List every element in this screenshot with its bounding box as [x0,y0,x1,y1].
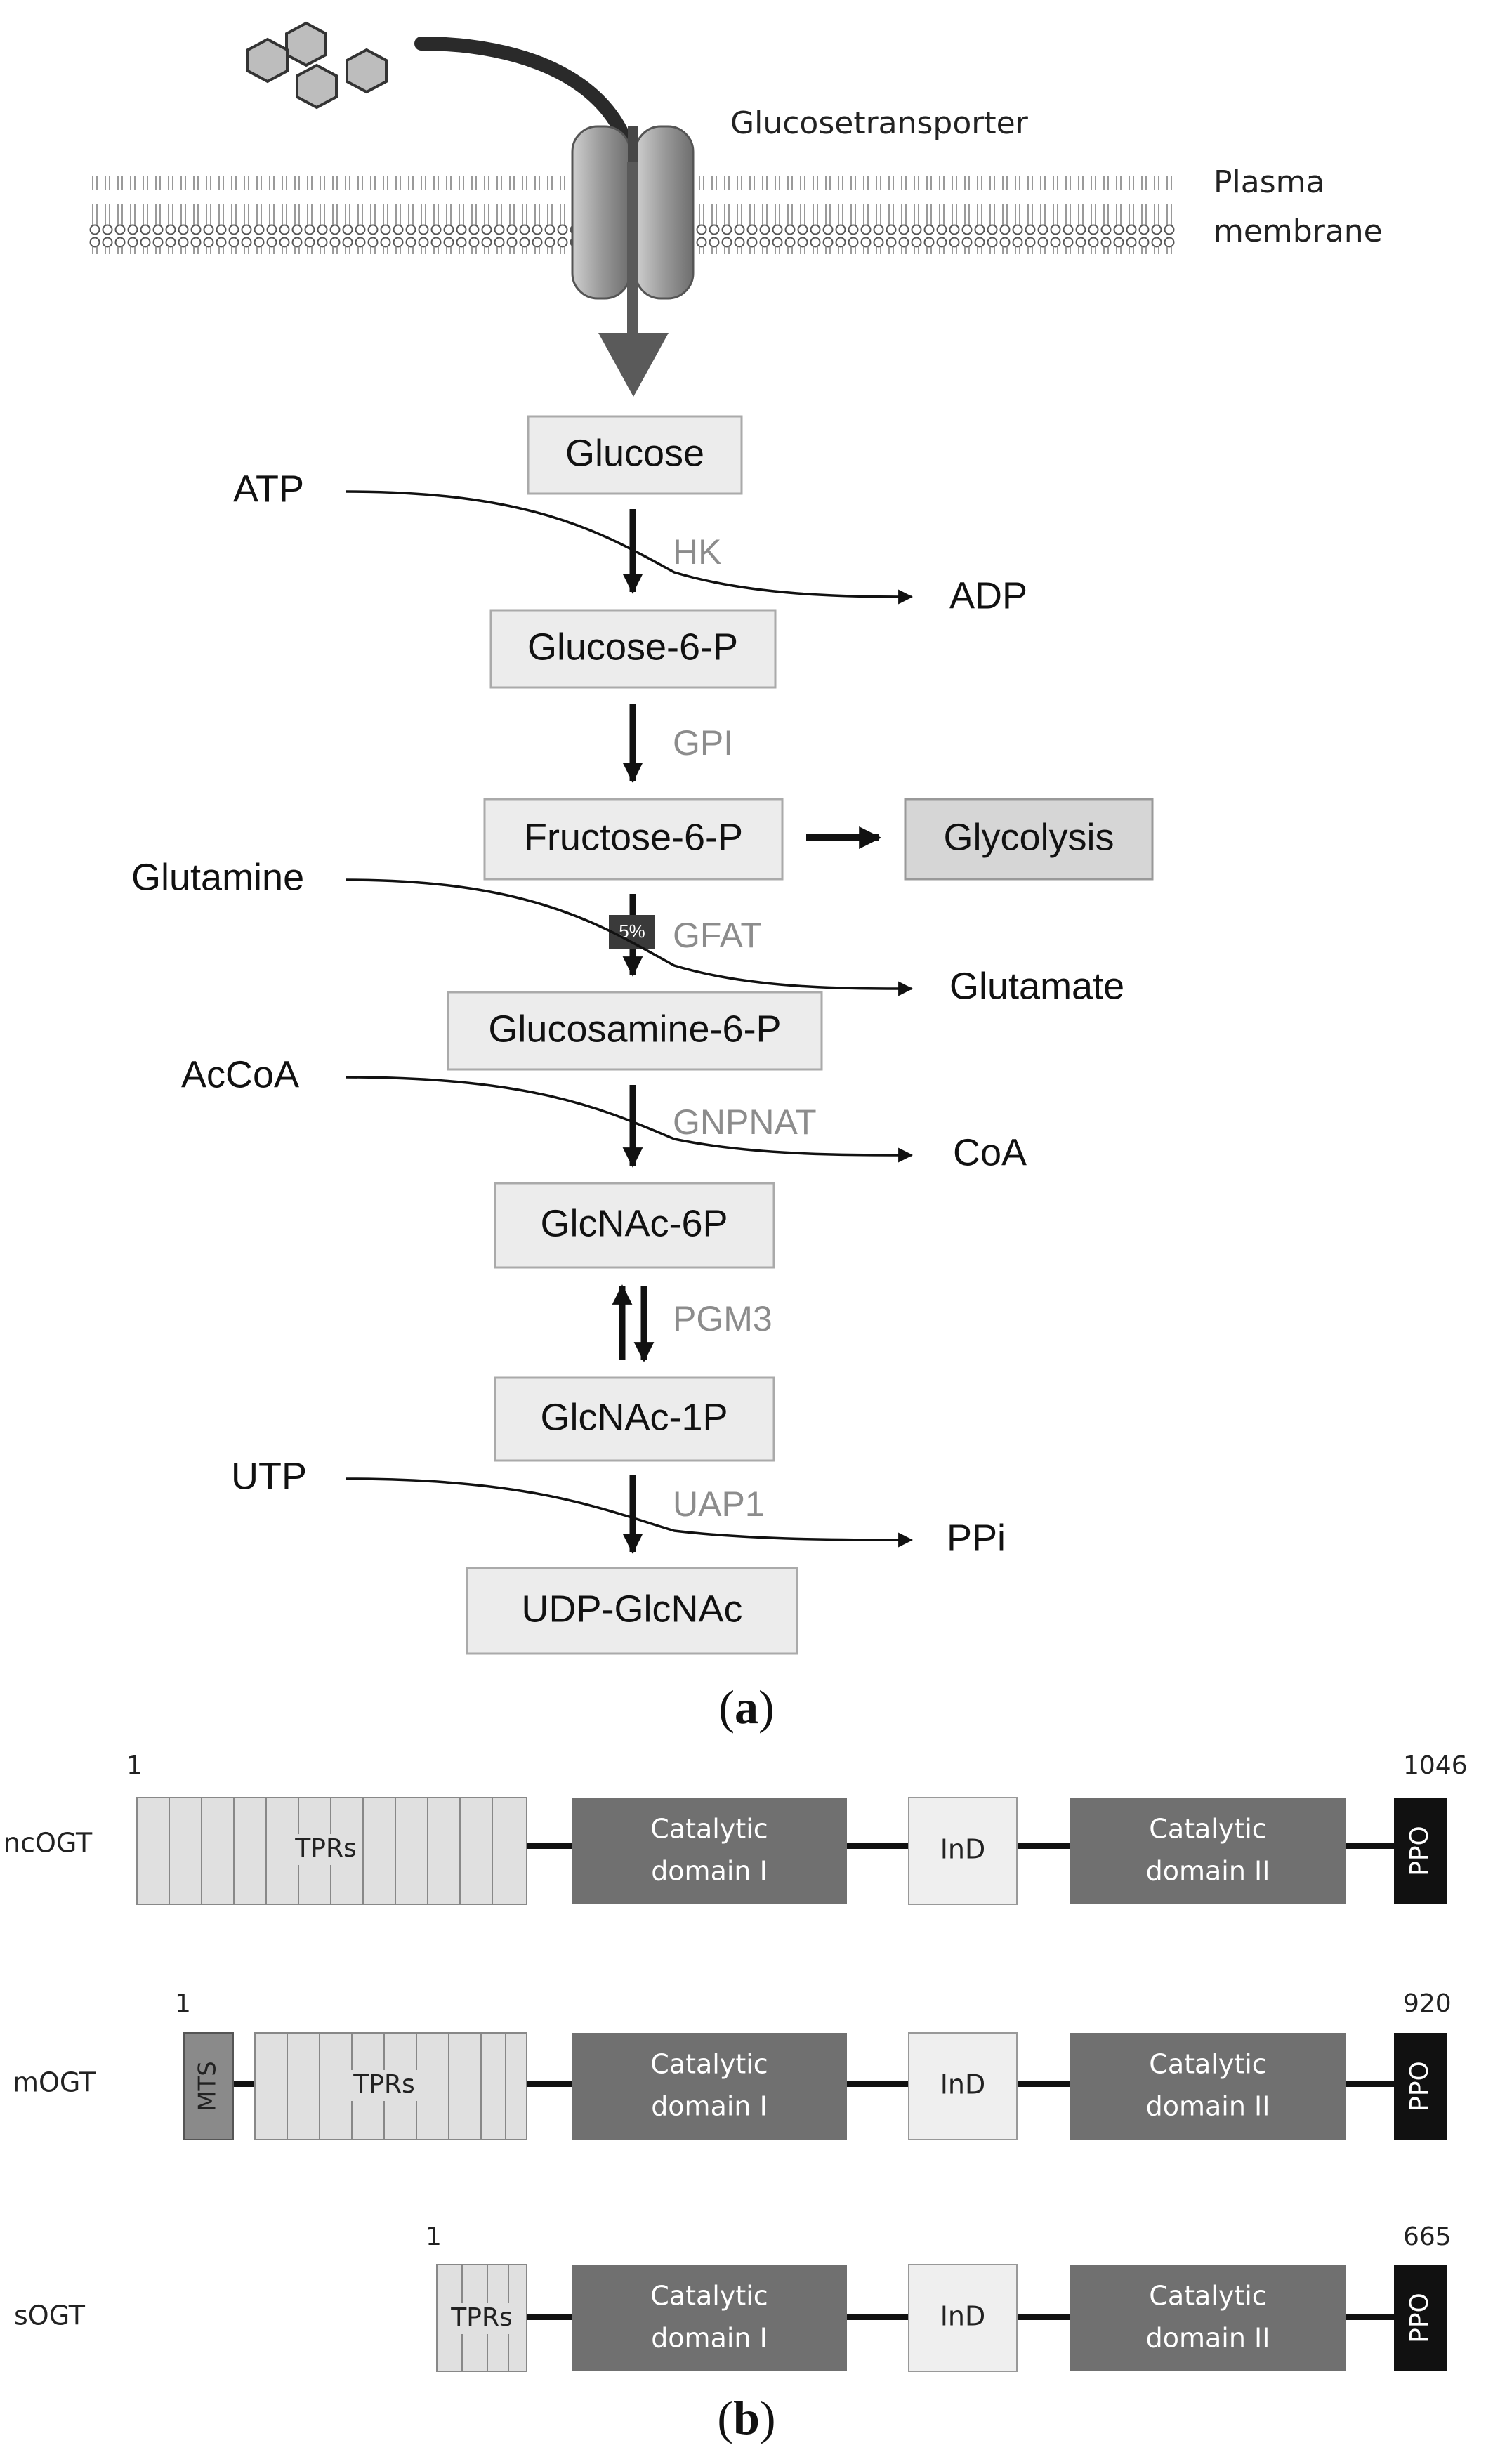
end-position: 665 [1403,2222,1452,2251]
svg-text:domain II: domain II [1146,2323,1270,2354]
svg-text:domain II: domain II [1146,2091,1270,2122]
ind-domain: InD [908,2264,1018,2372]
panel-b: ncOGT 1 1046 TPRs Catalytic [4,1751,1468,2444]
isoform-mogt: mOGT 1 920 MTS TPRs Cata [13,1989,1452,2140]
catalytic-domain-1: Catalytic domain I [572,2033,847,2140]
metabolite-glucose-6-p: Glucose-6-P [489,609,777,689]
svg-text:Catalytic: Catalytic [1149,2281,1266,2312]
metabolite-glcnac-1p: GlcNAc-1P [494,1376,775,1462]
panel-a: Glucosetransporter Plasma membrane Gluco… [88,21,1383,1734]
svg-text:Glycolysis: Glycolysis [943,816,1114,858]
catalytic-domain-1: Catalytic domain I [572,1798,847,1904]
enzyme-hk: HK [673,532,721,572]
isoform-ncogt: ncOGT 1 1046 TPRs Catalytic [4,1751,1468,1905]
glutamine-to-glutamate-curve [345,878,914,996]
enzyme-pgm3: PGM3 [673,1299,772,1338]
tpr-domain: TPRs [436,2264,527,2372]
start-position: 1 [126,1751,143,1780]
product-coa: CoA [953,1131,1027,1173]
svg-text:UDP-GlcNAc: UDP-GlcNAc [521,1588,742,1630]
gfat-rate-badge: 5% [609,915,655,949]
isoform-name: ncOGT [4,1828,93,1859]
cosubstrate-atp: ATP [233,468,304,510]
svg-text:Catalytic: Catalytic [1149,1814,1266,1845]
mts-domain: MTS [183,2032,234,2140]
glycolysis-box: Glycolysis [904,798,1154,881]
enzyme-gpi: GPI [673,723,733,763]
svg-text:Glucose-6-P: Glucose-6-P [527,626,738,668]
enzyme-gfat: GFAT [673,916,762,955]
metabolite-glucosamine-6-p: Glucosamine-6-P [447,991,823,1071]
svg-text:Catalytic: Catalytic [650,2049,768,2080]
svg-text:Catalytic: Catalytic [650,2281,768,2312]
svg-text:TPRs: TPRs [450,2303,512,2332]
cosubstrate-glutamine: Glutamine [131,856,304,898]
transporter-label: Glucosetransporter [730,105,1029,141]
tpr-domain: TPRs [254,2032,527,2140]
svg-text:InD: InD [940,1834,986,1865]
ind-domain: InD [908,1797,1018,1905]
svg-text:PPO: PPO [1405,1826,1434,1876]
catalytic-domain-2: Catalytic domain II [1070,2033,1346,2140]
ppo-domain: PPO [1394,2033,1447,2140]
glucose-molecules-icon [246,21,388,110]
metabolite-fructose-6-p: Fructose-6-P [483,798,784,881]
svg-text:Fructose-6-P: Fructose-6-P [524,816,743,858]
ppo-domain: PPO [1394,2265,1447,2371]
ppo-domain: PPO [1394,1798,1447,1904]
svg-text:domain I: domain I [651,2323,768,2354]
atp-to-adp-curve [345,490,914,605]
metabolite-glucose: Glucose [527,415,743,495]
metabolite-glcnac-6p: GlcNAc-6P [494,1182,775,1269]
svg-text:domain I: domain I [651,2091,768,2122]
isoform-name: sOGT [14,2300,86,2331]
glucose-transporter-icon [414,37,695,397]
svg-text:TPRs: TPRs [353,2070,414,2099]
tpr-domain: TPRs [136,1797,527,1905]
svg-text:Glucosamine-6-P: Glucosamine-6-P [488,1008,781,1050]
svg-text:InD: InD [940,2069,986,2100]
svg-text:GlcNAc-1P: GlcNAc-1P [540,1396,728,1438]
panel-b-caption: (b) [717,2391,775,2444]
membrane-label-line1: Plasma [1214,164,1324,200]
svg-text:MTS: MTS [194,2061,222,2111]
catalytic-domain-1: Catalytic domain I [572,2265,847,2371]
membrane-label-line2: membrane [1214,213,1383,249]
svg-text:domain II: domain II [1146,1856,1270,1887]
svg-text:domain I: domain I [651,1856,768,1887]
catalytic-domain-2: Catalytic domain II [1070,1798,1346,1904]
svg-text:Catalytic: Catalytic [650,1814,768,1845]
svg-text:Catalytic: Catalytic [1149,2049,1266,2080]
end-position: 1046 [1403,1751,1468,1780]
isoform-name: mOGT [13,2067,96,2098]
enzyme-gnpnat: GNPNAT [673,1102,817,1142]
isoform-sogt: sOGT 1 665 TPRs Catalytic domain I InD [14,2222,1452,2372]
cosubstrate-accoa: AcCoA [181,1053,299,1095]
cosubstrate-utp: UTP [231,1455,307,1497]
svg-text:PPO: PPO [1405,2061,1434,2111]
metabolite-udp-glcnac: UDP-GlcNAc [466,1567,798,1655]
svg-text:PPO: PPO [1405,2293,1434,2343]
product-ppi: PPi [947,1517,1006,1559]
svg-text:GlcNAc-6P: GlcNAc-6P [540,1202,728,1244]
end-position: 920 [1403,1989,1452,2018]
catalytic-domain-2: Catalytic domain II [1070,2265,1346,2371]
panel-a-caption: (a) [718,1680,774,1734]
svg-text:TPRs: TPRs [294,1834,356,1863]
enzyme-uap1: UAP1 [673,1484,765,1524]
utp-to-ppi-curve [345,1477,914,1548]
product-adp: ADP [949,574,1027,617]
start-position: 1 [426,2222,442,2251]
svg-text:Glucose: Glucose [565,432,704,474]
start-position: 1 [175,1989,191,2018]
ind-domain: InD [908,2032,1018,2140]
product-glutamate: Glutamate [949,965,1124,1007]
accoa-to-coa-curve [345,1076,914,1163]
svg-text:InD: InD [940,2301,986,2332]
